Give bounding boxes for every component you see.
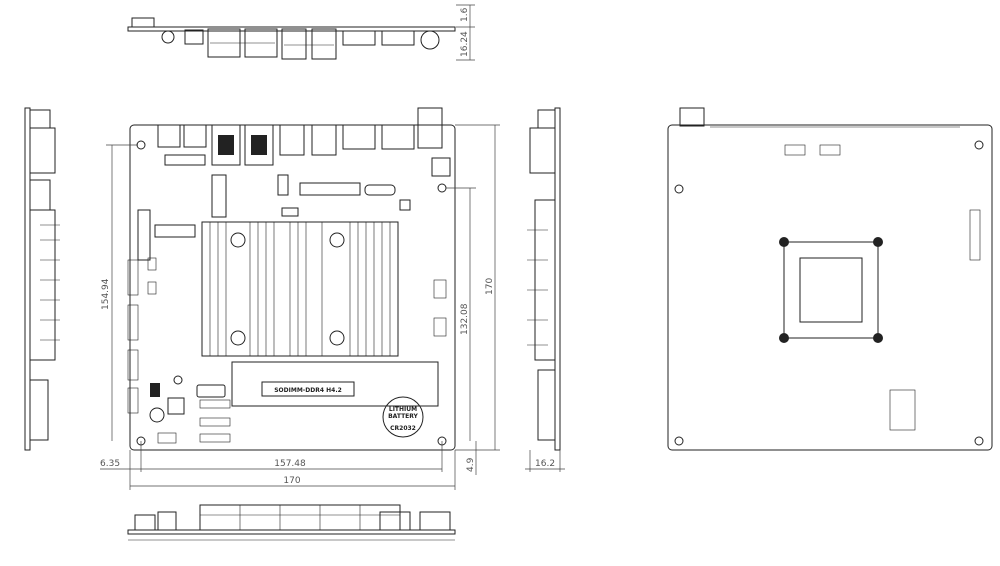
dim-pcb-thickness: 1.6 [460,7,470,22]
right-side-view: 16.2 [525,107,565,472]
header-pins [127,257,447,444]
top-elevation-dimensions: 1.6 16.24 [456,4,475,61]
board-bottom-view [667,107,993,451]
dim-hole-spacing-y-right: 132.08 [460,303,470,335]
left-side-view [24,107,60,451]
battery: LITHIUM BATTERY CR2032 [382,396,424,438]
sodimm-slot: SODIMM-DDR4 H4.2 [231,361,439,407]
heatsink [201,221,399,357]
battery-model: CR2032 [390,425,416,432]
battery-label-1: LITHIUM [389,406,417,413]
battery-label-2: BATTERY [388,413,418,420]
dim-hole-spacing-x: 157.48 [274,459,306,469]
dim-board-width: 170 [283,476,300,486]
io-connectors [157,107,451,177]
top-elevation-view [127,17,456,60]
sodimm-label: SODIMM-DDR4 H4.2 [274,387,342,394]
cpu-backplate [779,237,883,343]
dim-side-height: 16.2 [535,459,555,469]
board-dimensions: 154.94 132.08 170 6.35 157.48 170 4.9 [100,124,500,490]
dim-hole-offset-x: 6.35 [100,459,120,469]
dim-top-height: 16.24 [460,31,470,57]
bottom-elevation-view [127,504,456,541]
dim-hole-offset-y: 4.9 [466,457,476,472]
dim-hole-spacing-y-left: 154.94 [101,278,111,310]
dim-board-height: 170 [485,278,495,295]
board-top-view: SODIMM-DDR4 H4.2 LITHIUM BATTERY CR2032 [127,107,456,451]
mounting-holes [136,140,447,446]
